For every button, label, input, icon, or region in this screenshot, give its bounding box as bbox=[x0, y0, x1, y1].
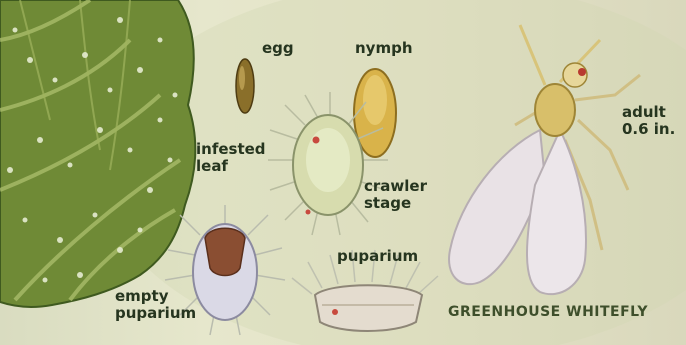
crawler-stage-label-line-2: stage bbox=[364, 195, 427, 212]
adult-label-line-1: adult bbox=[622, 104, 675, 121]
infested-leaf-label-line-2: leaf bbox=[196, 158, 266, 175]
puparium-label: puparium bbox=[337, 248, 418, 265]
empty-puparium-label: empty puparium bbox=[115, 288, 196, 322]
infested-leaf-label-line-1: infested bbox=[196, 141, 266, 158]
figure-title: GREENHOUSE WHITEFLY bbox=[448, 304, 648, 320]
adult-size-label: 0.6 in. bbox=[622, 121, 675, 138]
infested-leaf-label: infested leaf bbox=[196, 141, 266, 175]
nymph-label: nymph bbox=[355, 40, 413, 57]
adult-label: adult 0.6 in. bbox=[622, 104, 675, 138]
empty-puparium-label-line-2: puparium bbox=[115, 305, 196, 322]
egg-drawing bbox=[236, 59, 254, 113]
crawler-stage-label-line-1: crawler bbox=[364, 178, 427, 195]
egg-label: egg bbox=[262, 40, 294, 57]
empty-puparium-label-line-1: empty bbox=[115, 288, 196, 305]
crawler-stage-label: crawler stage bbox=[364, 178, 427, 212]
